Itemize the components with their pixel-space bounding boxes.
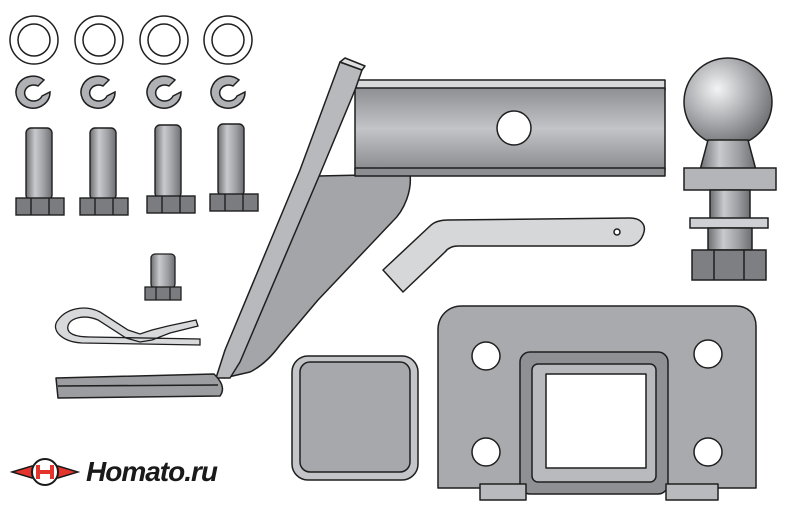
hex-bolt-icon	[15, 123, 259, 216]
square-receiver-cap-icon	[291, 355, 419, 481]
split-lock-washer-icon	[15, 75, 246, 109]
flat-washer-icon	[9, 15, 253, 65]
homato-emblem-icon	[10, 458, 80, 486]
bent-pin-icon	[382, 217, 646, 293]
tow-ball-icon	[683, 57, 777, 281]
hitch-pin-clip-icon	[54, 307, 201, 346]
brand-name: Homato.ru	[86, 456, 218, 487]
drawbar-ball-mount-icon	[55, 57, 666, 399]
brand-logo[interactable]: Homato.ru	[10, 452, 218, 492]
small-bolt-icon	[144, 253, 182, 301]
hitch-receiver-plate-icon	[437, 305, 757, 501]
